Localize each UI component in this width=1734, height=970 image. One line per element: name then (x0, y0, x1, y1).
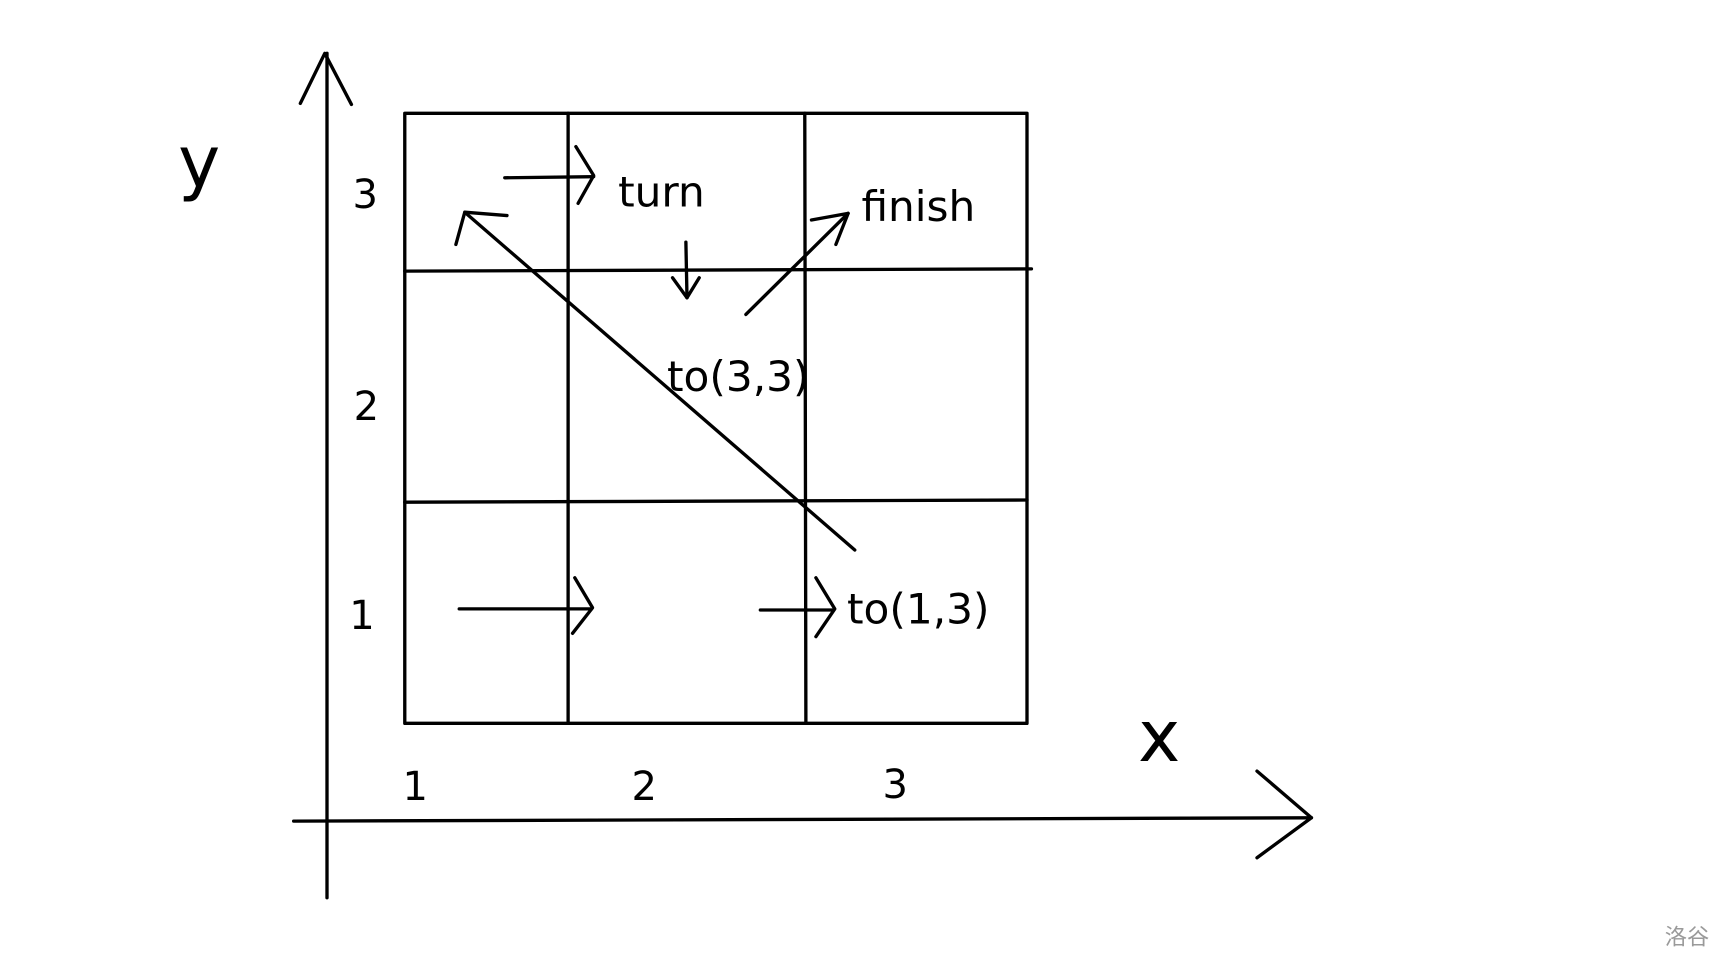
x-tick-2: 2 (631, 764, 656, 810)
y-tick-2: 2 (354, 384, 379, 430)
arrow-diagonal-to-top-left (454, 210, 857, 552)
y-tick-1: 1 (349, 593, 374, 639)
y-tick-3: 3 (353, 172, 378, 218)
arrow-right-row1-b (758, 576, 837, 639)
label-to-3-3: to(3,3) (667, 352, 809, 401)
x-axis-label: x (1138, 695, 1180, 778)
label-to-1-3: to(1,3) (847, 584, 989, 633)
watermark: 洛谷 (1665, 924, 1709, 950)
arrow-to-finish (744, 211, 850, 317)
grid (403, 111, 1034, 725)
y-axis (298, 51, 354, 900)
x-tick-3: 3 (883, 762, 908, 808)
x-axis (291, 769, 1314, 860)
arrow-down (670, 240, 701, 300)
label-turn: turn (618, 168, 705, 217)
label-finish: finish (861, 182, 975, 231)
arrow-right-row1-a (457, 576, 595, 635)
y-axis-label: y (178, 121, 220, 204)
arrow-right-row3 (503, 145, 596, 205)
x-tick-1: 1 (403, 764, 428, 810)
